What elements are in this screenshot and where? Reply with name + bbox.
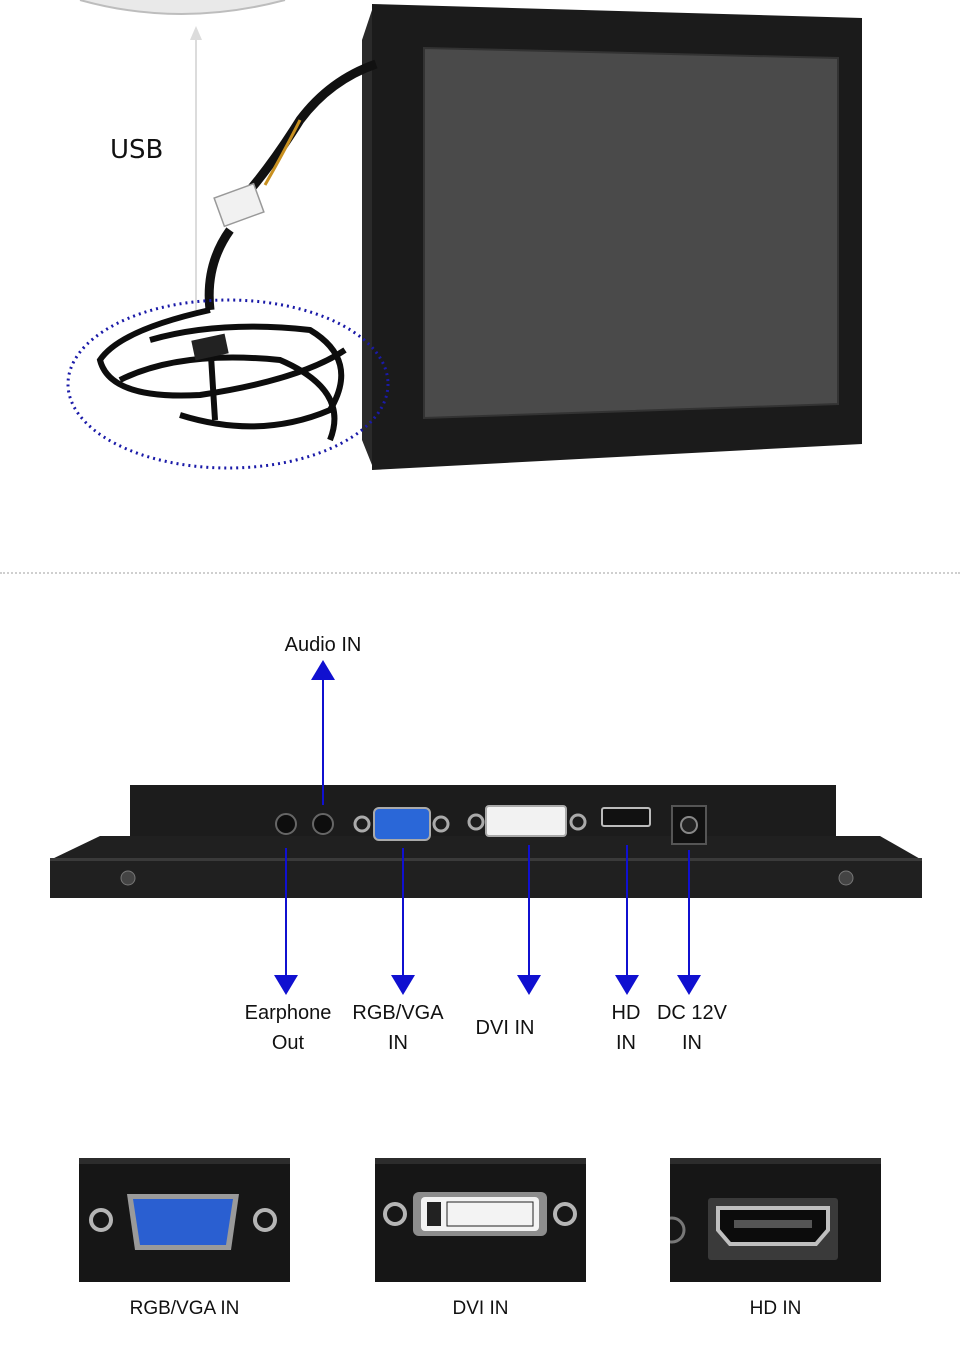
label-rgb-vga-in: RGB/VGA IN (338, 998, 458, 1058)
audio-jack (312, 813, 334, 835)
rear-panel-diagram (50, 660, 922, 995)
vga-closeup-photo (79, 1158, 290, 1282)
cable (246, 59, 378, 193)
label-dc-in: DC 12V IN (647, 998, 737, 1058)
usb-stick-edge (79, 0, 286, 15)
label-rgb-vga-in-line2: IN (388, 1032, 408, 1054)
vga-port (373, 807, 431, 841)
label-earphone-out: Earphone Out (228, 998, 348, 1058)
monitor-side (362, 4, 374, 470)
cable-highlight-loop (66, 298, 390, 470)
cable-coil (96, 307, 347, 442)
dvi-closeup-photo (375, 1158, 586, 1282)
monitor-screen (424, 48, 838, 418)
section-divider (0, 572, 960, 574)
label-dvi-in: DVI IN (475, 1017, 535, 1039)
caption-dvi: DVI IN (452, 1298, 509, 1319)
label-dc-in-line1: DC 12V (656, 1002, 728, 1024)
cable-connector (213, 182, 265, 228)
caption-hd: HD IN (749, 1298, 802, 1319)
monitor-cable-illustration (66, 0, 862, 470)
label-hd-in: HD IN (596, 998, 656, 1058)
label-hd-in-line2: IN (616, 1032, 636, 1054)
label-earphone-out-line2: Out (271, 1032, 305, 1054)
hd-port (601, 807, 651, 827)
rear-plate (50, 836, 922, 898)
screw-right (838, 870, 854, 886)
usb-label: USB (110, 135, 164, 165)
caption-vga: RGB/VGA IN (129, 1298, 240, 1319)
hd-closeup-photo (670, 1158, 881, 1282)
label-audio-in: Audio IN (284, 634, 362, 656)
label-hd-in-line1: HD (611, 1002, 641, 1024)
earphone-jack (275, 813, 297, 835)
label-rgb-vga-in-line1: RGB/VGA (352, 1002, 444, 1024)
label-dc-in-line2: IN (682, 1032, 702, 1054)
dvi-port (485, 805, 567, 837)
screw-left (120, 870, 136, 886)
label-earphone-out-line1: Earphone (244, 1002, 332, 1024)
